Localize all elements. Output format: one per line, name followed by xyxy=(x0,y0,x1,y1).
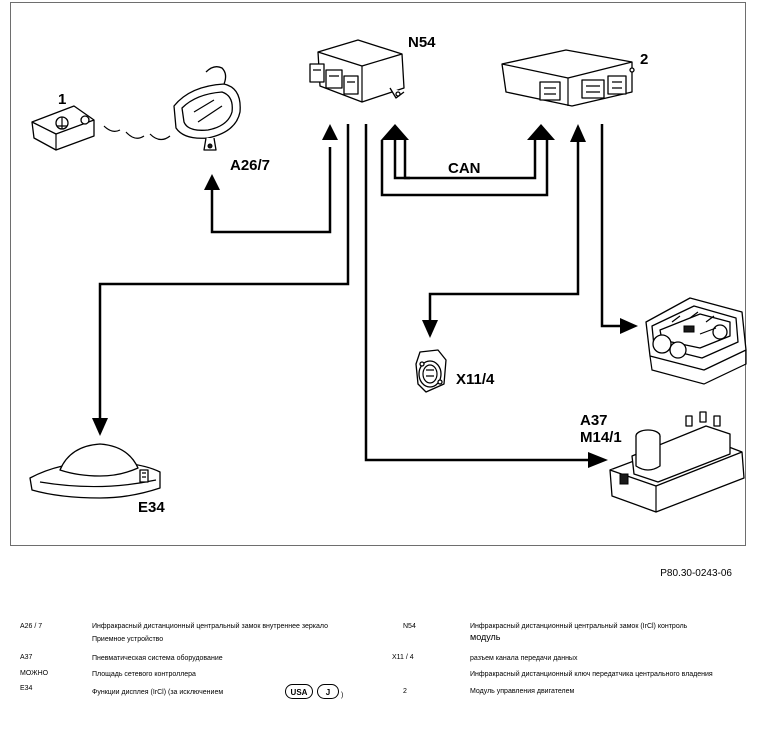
inside-mirror-icon xyxy=(173,66,241,151)
ir-signal-icon xyxy=(103,125,171,141)
data-link-connector-icon xyxy=(415,349,447,393)
wire-n54-to-door xyxy=(98,124,350,420)
legend-code: X11 / 4 xyxy=(392,654,414,661)
engine-control-unit-icon xyxy=(501,49,635,107)
label-ecu: 2 xyxy=(640,51,648,68)
arrow-to-engine xyxy=(620,318,638,334)
key-transmitter-icon xyxy=(31,105,95,151)
label-a37: A37 xyxy=(580,412,608,429)
legend-code: A26 / 7 xyxy=(20,623,43,630)
legend-text: модуль xyxy=(470,632,501,642)
market-badge-japan: J xyxy=(317,684,339,699)
reference-code: P80.30-0243-06 xyxy=(660,568,732,579)
wire-can-left xyxy=(393,140,410,180)
label-m14: M14/1 xyxy=(580,429,622,446)
legend-text: Инфракрасный дистанционный центральный з… xyxy=(92,623,328,630)
wire-can-bus xyxy=(380,140,549,197)
wire-n54-to-pneumatic xyxy=(364,124,590,462)
label-can: CAN xyxy=(448,160,481,177)
legend-text: Инфракрасный дистанционный ключ передатч… xyxy=(470,671,713,678)
label-x11: X11/4 xyxy=(456,371,495,388)
label-key: 1 xyxy=(58,91,66,108)
arrow-can-n54 xyxy=(381,124,409,140)
legend-code: N54 xyxy=(403,623,416,630)
label-e34: E34 xyxy=(138,499,165,516)
legend-text: Пневматическая система оборудование xyxy=(92,655,223,662)
arrow-mirror-to-n54 xyxy=(322,124,338,140)
arrow-can-ecu xyxy=(527,124,555,140)
legend-code: МОЖНО xyxy=(20,670,49,677)
label-mirror: A26/7 xyxy=(230,157,270,174)
wire-ecu-to-engine xyxy=(600,124,622,328)
legend-paren: ) xyxy=(341,692,344,699)
wiring-diagram: 1 A26/7 N54 2 CAN X11/4 A37 M14/1 E34 xyxy=(29,34,747,516)
label-n54: N54 xyxy=(408,34,436,51)
legend-text: Площадь сетевого контроллера xyxy=(92,671,196,678)
legend-code: A37 xyxy=(20,654,33,661)
legend-text: Модуль управления двигателем xyxy=(470,688,575,695)
arrow-to-door xyxy=(92,418,108,436)
arrow-x11-to-ecu xyxy=(570,124,586,142)
legend-code: 2 xyxy=(403,688,407,695)
diagram-frame xyxy=(10,2,746,546)
door-handle-icon xyxy=(29,443,161,499)
n54-control-module-icon xyxy=(309,39,405,103)
legend-text: Приемное устройство xyxy=(92,636,164,643)
arrow-to-x11 xyxy=(422,320,438,338)
legend-text: разъем канала передачи данных xyxy=(470,655,578,662)
wire-n54-to-mirror xyxy=(210,147,332,234)
market-badge-usa: USA xyxy=(285,684,313,699)
legend-code: E34 xyxy=(20,685,33,692)
wire-can-inner xyxy=(403,140,537,180)
arrow-to-pneumatic xyxy=(588,452,608,468)
legend-text: Функции дисплея (IrCl) (за исключением xyxy=(92,689,224,696)
wire-ecu-to-x11 xyxy=(428,140,580,320)
arrow-to-mirror xyxy=(204,174,220,190)
legend-text: Инфракрасный дистанционный центральный з… xyxy=(470,623,688,630)
engine-icon xyxy=(645,297,747,385)
pneumatic-pump-icon xyxy=(609,411,745,513)
